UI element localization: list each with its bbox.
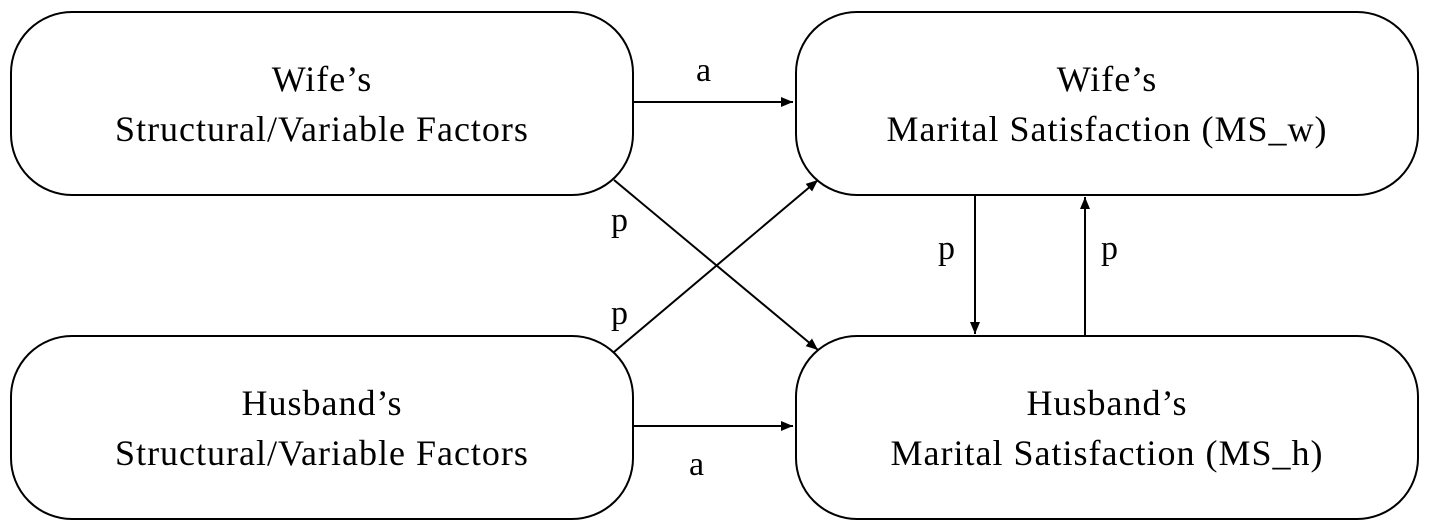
msw-to-msh-label: p xyxy=(938,230,955,267)
husband-satisfaction-line1: Husband’s xyxy=(1026,382,1188,423)
husband-satisfaction-box: Husband’s Marital Satisfaction (MS_h) xyxy=(795,335,1419,520)
husband-factors-line2: Structural/Variable Factors xyxy=(115,432,529,473)
husband-to-wife-partner-label: p xyxy=(611,295,628,332)
husband-satisfaction-line2: Marital Satisfaction (MS_h) xyxy=(890,432,1324,473)
wife-to-husband-partner-label: p xyxy=(611,202,628,239)
wife-satisfaction-line1: Wife’s xyxy=(1056,58,1158,99)
arrow-husband-to-wife-partner xyxy=(613,179,819,353)
wife-factors-box: Wife’s Structural/Variable Factors xyxy=(10,11,634,196)
wife-satisfaction-box: Wife’s Marital Satisfaction (MS_w) xyxy=(795,11,1419,196)
husband-factors-line1: Husband’s xyxy=(241,382,403,423)
husband-factors-box: Husband’s Structural/Variable Factors xyxy=(10,335,634,520)
husband-actor-label: a xyxy=(689,446,705,483)
wife-satisfaction-line2: Marital Satisfaction (MS_w) xyxy=(886,108,1328,149)
wife-factors-line1: Wife’s xyxy=(271,58,373,99)
msh-to-msw-label: p xyxy=(1101,230,1118,267)
wife-factors-line2: Structural/Variable Factors xyxy=(115,108,529,149)
wife-actor-label: a xyxy=(696,52,712,89)
